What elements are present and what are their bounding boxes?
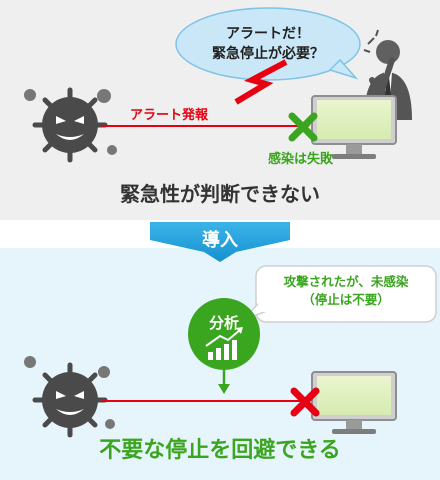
alert-label: アラート発報 (130, 108, 209, 123)
notice-text: 攻撃されたが、未感染 （停止は不要） (258, 273, 434, 309)
growth-chart-icon (205, 327, 243, 360)
green-x-icon (288, 112, 318, 142)
virus-icon (24, 356, 115, 438)
analysis-label: 分析 (208, 314, 239, 332)
before-caption: 緊急性が判断できない (120, 182, 320, 206)
intro-label: 導入 (202, 230, 238, 251)
infection-failed-label: 感染は失敗 (268, 152, 334, 167)
monitor-icon (311, 371, 397, 434)
monitor-icon (311, 95, 397, 159)
intro-banner (150, 222, 290, 262)
speech-line-2: 緊急停止が必要？ (212, 46, 324, 62)
speech-line-1: アラートだ！ (226, 26, 310, 42)
virus-icon (24, 87, 117, 163)
speech-bubble-text: アラートだ！ 緊急停止が必要？ (188, 24, 348, 64)
speech-bubble (175, 7, 361, 81)
red-x-icon (290, 387, 320, 417)
notice-line-1: 攻撃されたが、未感染 (283, 274, 409, 289)
attack-arrow (102, 396, 310, 406)
lightning-icon (234, 59, 288, 105)
notice-bubble (241, 265, 437, 323)
notice-line-2: （停止は不要） (302, 292, 390, 307)
analysis-badge (188, 298, 260, 394)
after-caption: 不要な停止を回避できる (99, 438, 341, 463)
